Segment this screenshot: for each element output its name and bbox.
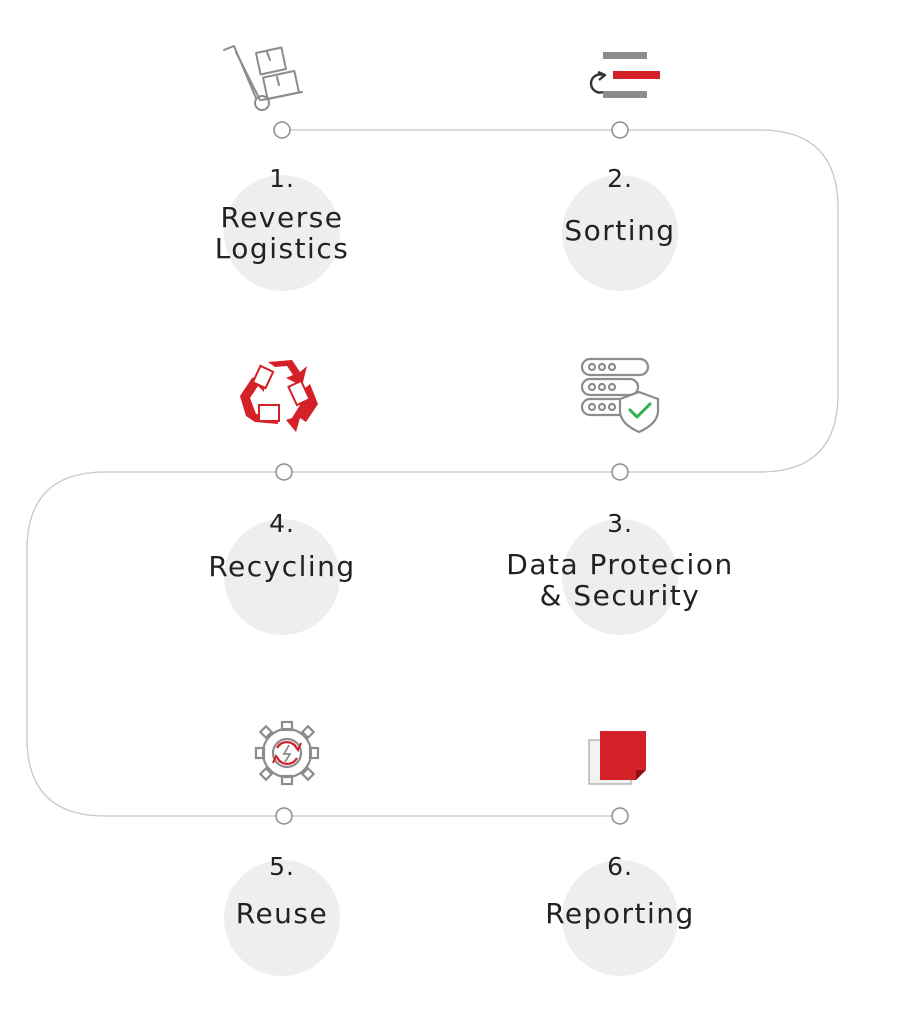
- gear-refresh-icon: [254, 720, 320, 786]
- step-title: Reuse: [235, 897, 329, 930]
- bubble-step-4: [224, 519, 340, 635]
- step-title: Reporting: [545, 897, 695, 930]
- step-title: Recycling: [208, 550, 356, 583]
- step-number: 2.: [607, 164, 633, 193]
- step-title: Sorting: [564, 214, 676, 247]
- step-number: 3.: [607, 509, 633, 538]
- node-step-1: [273, 121, 291, 139]
- bubble-step-3: [562, 519, 678, 635]
- node-step-3: [611, 463, 629, 481]
- step-number: 6.: [607, 852, 633, 881]
- process-path-line: [26, 129, 839, 817]
- hand-truck-icon: [223, 45, 303, 111]
- sorting-icon: [589, 52, 660, 98]
- bubble-step-6: [562, 860, 678, 976]
- bubble-step-1: [224, 175, 340, 291]
- server-shield-icon: [580, 357, 660, 434]
- bubble-step-2: [562, 175, 678, 291]
- step-number: 5.: [269, 852, 295, 881]
- node-step-4: [275, 463, 293, 481]
- node-step-2: [611, 121, 629, 139]
- recycle-icon: [240, 360, 318, 432]
- node-step-6: [611, 807, 629, 825]
- bubble-step-5: [224, 860, 340, 976]
- step-number: 1.: [269, 164, 295, 193]
- step-title: Data Protecion & Security: [506, 548, 734, 612]
- node-step-5: [275, 807, 293, 825]
- report-document-icon: [588, 731, 646, 785]
- step-title: Reverse Logistics: [214, 201, 350, 265]
- step-number: 4.: [269, 509, 295, 538]
